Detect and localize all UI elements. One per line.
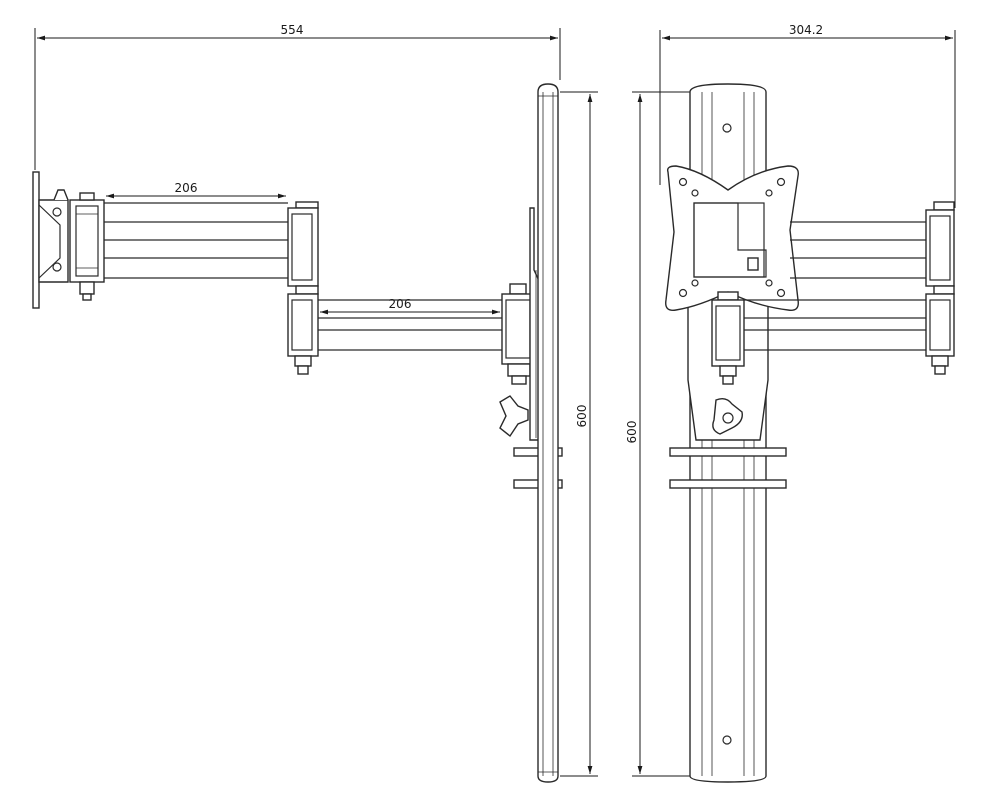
dimension-label-600-side: 600 — [575, 405, 589, 428]
dimension-pole-height-side: 600 — [560, 91, 598, 777]
pole-side — [537, 83, 559, 783]
dimension-label-304: 304.2 — [789, 23, 823, 37]
lower-arm-front — [744, 299, 928, 351]
hinge-block-front — [711, 291, 745, 385]
dimension-upper-arm: 206 — [106, 181, 286, 199]
dimension-pole-height-front: 600 — [625, 91, 690, 777]
lower-arm-side — [318, 299, 502, 351]
wall-plate-left — [32, 171, 69, 309]
upper-arm-side — [104, 202, 288, 279]
dimension-label-206-lower: 206 — [389, 297, 412, 311]
dimension-overall-width-side: 554 — [34, 23, 561, 170]
end-joint-front — [925, 201, 955, 375]
front-view: 304.2 600 — [625, 23, 956, 783]
vesa-plate — [665, 165, 799, 311]
dimension-label-600-front: 600 — [625, 421, 639, 444]
side-view: 554 — [32, 23, 598, 783]
middle-joint — [287, 201, 319, 375]
dimension-lower-arm: 206 — [320, 297, 500, 315]
dimension-overall-width-front: 304.2 — [659, 23, 956, 208]
hinge-block-left — [69, 192, 105, 301]
dimension-label-554: 554 — [281, 23, 304, 37]
dimension-label-206-upper: 206 — [175, 181, 198, 195]
upper-arm-front — [790, 221, 928, 279]
